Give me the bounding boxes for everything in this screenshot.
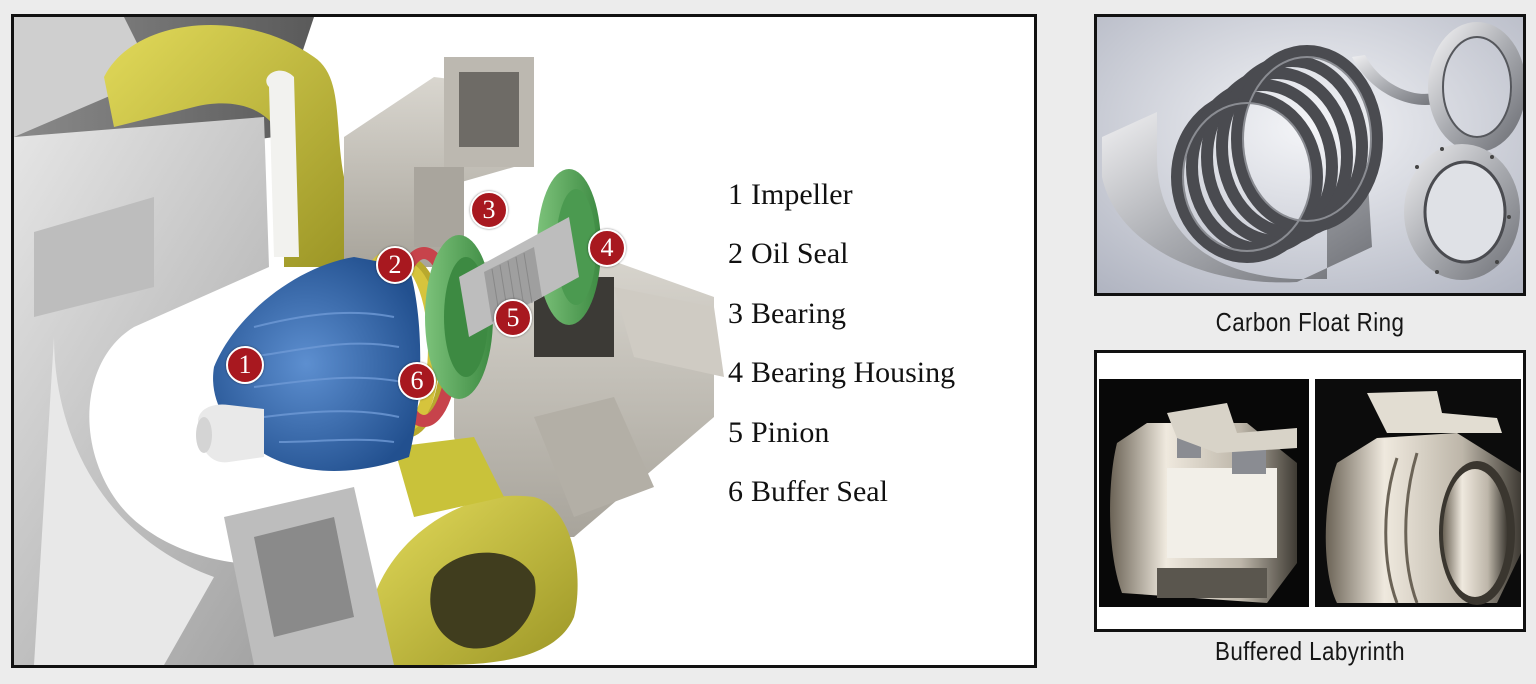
- carbon-float-ring-caption: Carbon Float Ring: [1215, 307, 1405, 337]
- callout-marker-5: 5: [494, 299, 532, 337]
- callout-marker-6: 6: [398, 362, 436, 400]
- callout-marker-1: 1: [226, 346, 264, 384]
- legend-label: Bearing: [751, 296, 846, 330]
- legend-number: 6: [728, 474, 743, 508]
- callout-marker-3: 3: [470, 191, 508, 229]
- legend-number: 2: [728, 237, 743, 271]
- buffered-labyrinth-caption: Buffered Labyrinth: [1214, 636, 1406, 666]
- carbon-float-ring-photo: [1094, 14, 1526, 296]
- callout-marker-4: 4: [588, 229, 626, 267]
- compressor-cutaway-illustration: [14, 17, 724, 665]
- legend-label: Bearing Housing: [751, 356, 956, 390]
- legend-number: 4: [728, 356, 743, 390]
- legend-label: Impeller: [751, 178, 853, 211]
- legend-number: 5: [728, 415, 743, 449]
- legend-label: Buffer Seal: [751, 474, 888, 508]
- legend-number: 1: [728, 178, 743, 211]
- carbon-float-ring-image: [1097, 17, 1523, 293]
- legend-number: 3: [728, 296, 743, 330]
- legend-label: Pinion: [751, 415, 830, 449]
- cutaway-diagram-frame: 1 2 3 4 5 6: [11, 14, 1037, 668]
- buffered-labyrinth-image: [1097, 353, 1523, 629]
- callout-marker-2: 2: [376, 246, 414, 284]
- buffered-labyrinth-photo: [1094, 350, 1526, 632]
- legend-label: Oil Seal: [751, 237, 849, 271]
